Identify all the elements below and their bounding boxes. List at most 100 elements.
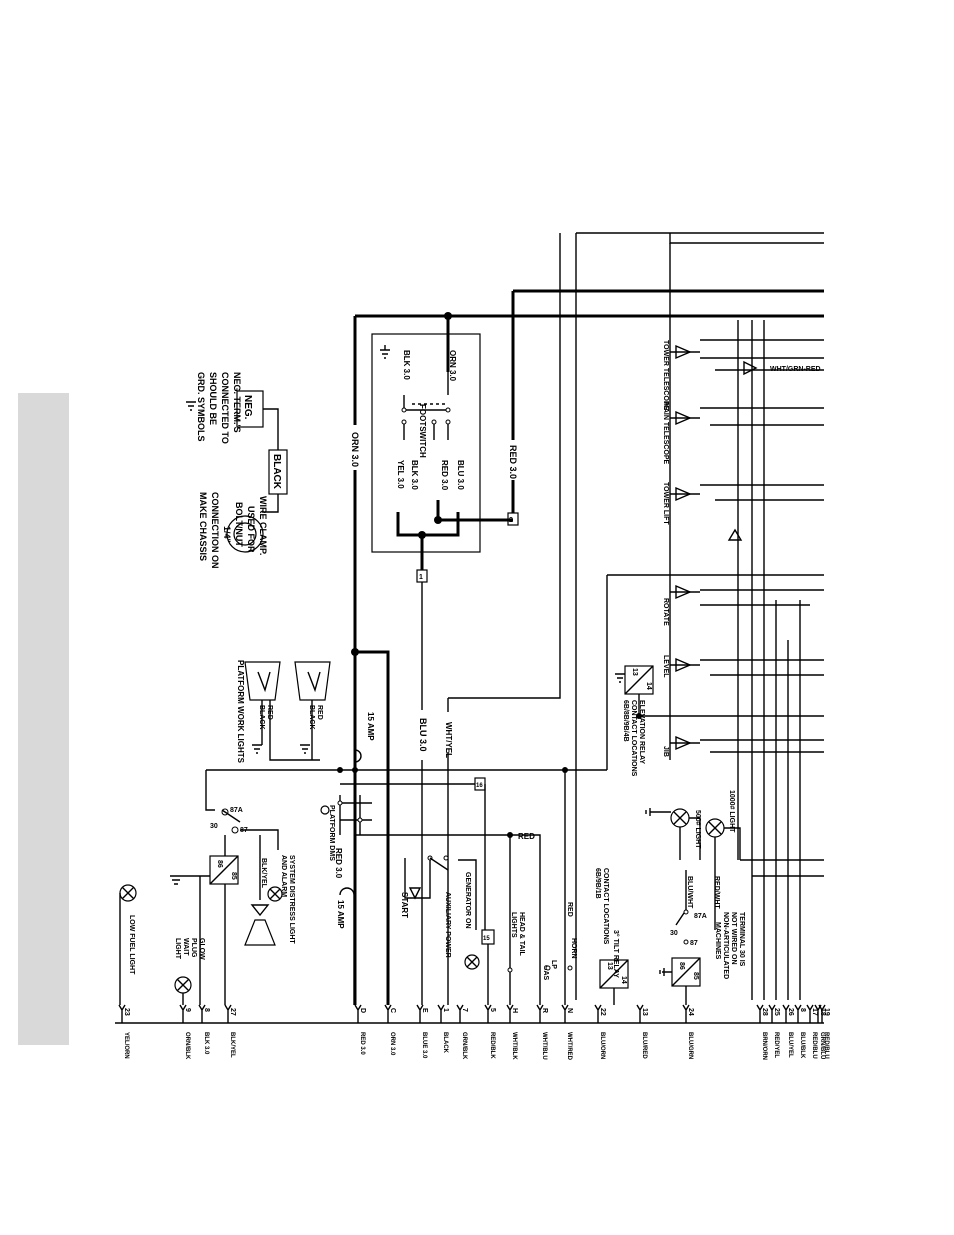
terminal-number: 9: [184, 1008, 191, 1012]
svg-text:BLK 3.0: BLK 3.0: [410, 460, 419, 490]
svg-text:USED FOR: USED FOR: [246, 506, 256, 553]
svg-text:LP: LP: [550, 960, 557, 969]
low-fuel-light: LOW FUEL LIGHT: [119, 884, 137, 1005]
svg-text:CONNECTED TO: CONNECTED TO: [220, 372, 230, 444]
terminal-wire-label: BLU/YEL: [787, 1032, 793, 1058]
svg-text:ORN 3.0: ORN 3.0: [448, 350, 457, 382]
svg-text:AND ALARM: AND ALARM: [280, 855, 287, 897]
neg-terminal: NEG.: [236, 390, 279, 450]
svg-text:87A: 87A: [694, 913, 707, 920]
terminal-arrow: [536, 1004, 544, 1023]
svg-text:1: 1: [419, 574, 423, 581]
svg-text:PLATFORM WORK LIGHTS: PLATFORM WORK LIGHTS: [236, 660, 245, 764]
light-500: 500# LIGHT: [645, 808, 701, 860]
horn: HORN RED: [564, 770, 577, 1005]
terminal-wire-label: RED/BLU: [823, 1032, 829, 1059]
system-distress-alarm: SYSTEM DISTRESS LIGHT AND ALARM BLK/YEL: [244, 835, 295, 946]
svg-text:BLU/WHT: BLU/WHT: [686, 876, 693, 909]
svg-text:SHOULD BE: SHOULD BE: [208, 372, 218, 425]
terminal-number: 8: [203, 1008, 210, 1012]
terminal-arrow: [561, 1004, 569, 1023]
terminal-wire-label: BLUE 3.0: [421, 1032, 427, 1059]
terminal-arrow: [806, 1004, 814, 1023]
svg-text:87A: 87A: [230, 807, 243, 814]
terminal-number: 23: [123, 1008, 130, 1016]
svg-text:BLK 3.0: BLK 3.0: [402, 350, 411, 380]
footswitch-block: FOOTSWITCH ORN 3.0 BLK 3.0 BLU 3.0 RED 3…: [371, 316, 513, 570]
blu-main-label: BLU 3.0: [418, 718, 428, 752]
terminal-arrow: [594, 1004, 602, 1023]
svg-text:RED: RED: [316, 705, 323, 720]
footswitch-connectors: 2 1: [416, 512, 519, 583]
terminal-wire-label: BLU/GRN: [687, 1032, 693, 1059]
terminal-number: 24: [687, 1008, 694, 1016]
svg-text:TOWER LIFT: TOWER LIFT: [662, 482, 669, 525]
svg-text:85: 85: [230, 872, 237, 880]
red-branch-wire: [355, 834, 541, 1005]
terminal-number: R: [541, 1008, 548, 1013]
terminal-wire-label: BLACK: [442, 1032, 448, 1054]
svg-text:86: 86: [678, 962, 685, 970]
svg-text:13: 13: [606, 962, 613, 970]
svg-text:LEVEL: LEVEL: [662, 655, 669, 678]
terminal-number: 22: [599, 1008, 606, 1016]
terminal-wire-label: WHT/RED: [566, 1032, 572, 1061]
terminal-wire-label: WHT/BLK: [511, 1032, 517, 1060]
svg-text:BLU 3.0: BLU 3.0: [456, 460, 465, 490]
svg-text:6B/8B/9B/4B: 6B/8B/9B/4B: [622, 700, 629, 742]
svg-text:BOLT/NUT: BOLT/NUT: [234, 502, 244, 547]
svg-text:BLACK: BLACK: [271, 454, 282, 490]
svg-text:NEG.: NEG.: [242, 395, 253, 420]
svg-text:WIRE CLAMP.: WIRE CLAMP.: [258, 496, 268, 555]
svg-text:30: 30: [210, 823, 218, 830]
terminal-arrow: [484, 1004, 492, 1023]
terminal-arrow: [506, 1004, 514, 1023]
terminal-wire-label: BLK/YEL: [229, 1032, 235, 1058]
start-diode: START: [400, 855, 449, 918]
svg-text:15: 15: [483, 936, 490, 942]
svg-text:3° TILT RELAY: 3° TILT RELAY: [612, 930, 620, 978]
terminal-arrow: [756, 1004, 764, 1023]
terminal-arrow: [198, 1004, 206, 1023]
terminal-wire-label: GRN/BLU: [819, 1032, 825, 1059]
terminal-arrow: [416, 1004, 424, 1023]
glow-plug-light: GLOW PLUG WAIT LIGHT: [174, 876, 205, 1005]
svg-text:HEAD & TAIL: HEAD & TAIL: [518, 912, 525, 957]
svg-text:SYSTEM DISTRESS LIGHT: SYSTEM DISTRESS LIGHT: [288, 855, 295, 944]
svg-text:FOOTSWITCH: FOOTSWITCH: [418, 404, 427, 458]
svg-text:RED: RED: [566, 902, 573, 917]
terminal-arrow: [456, 1004, 464, 1023]
svg-text:14: 14: [645, 682, 652, 690]
terminal-arrow: [118, 1004, 126, 1023]
terminal-wire-label: RED/YEL: [773, 1032, 779, 1058]
svg-text:NOT WIRED ON: NOT WIRED ON: [730, 912, 737, 965]
svg-text:WHT/GRN-RED: WHT/GRN-RED: [770, 366, 821, 373]
terminal-wire-label: GRN/BLK: [461, 1032, 467, 1060]
terminal-wire-label: BLU/BLK: [799, 1032, 805, 1059]
terminal-wire-label: BLU/ORN: [599, 1032, 605, 1059]
terminal-number: C: [389, 1008, 396, 1013]
svg-text:CONTACT LOCATIONS: CONTACT LOCATIONS: [602, 868, 609, 945]
svg-text:RED: RED: [518, 832, 535, 841]
svg-text:MAKE CHASSIS: MAKE CHASSIS: [198, 492, 208, 561]
terminal-wire-label: RED/BLU: [811, 1032, 817, 1059]
fuse-right: 15 AMP: [336, 887, 355, 1005]
svg-text:AUXILIARY POWER: AUXILIARY POWER: [444, 892, 451, 958]
terminal-arrow: [224, 1004, 232, 1023]
terminal-wire-label: BLK 3.0: [203, 1032, 209, 1055]
svg-text:1/4": 1/4": [222, 526, 232, 543]
